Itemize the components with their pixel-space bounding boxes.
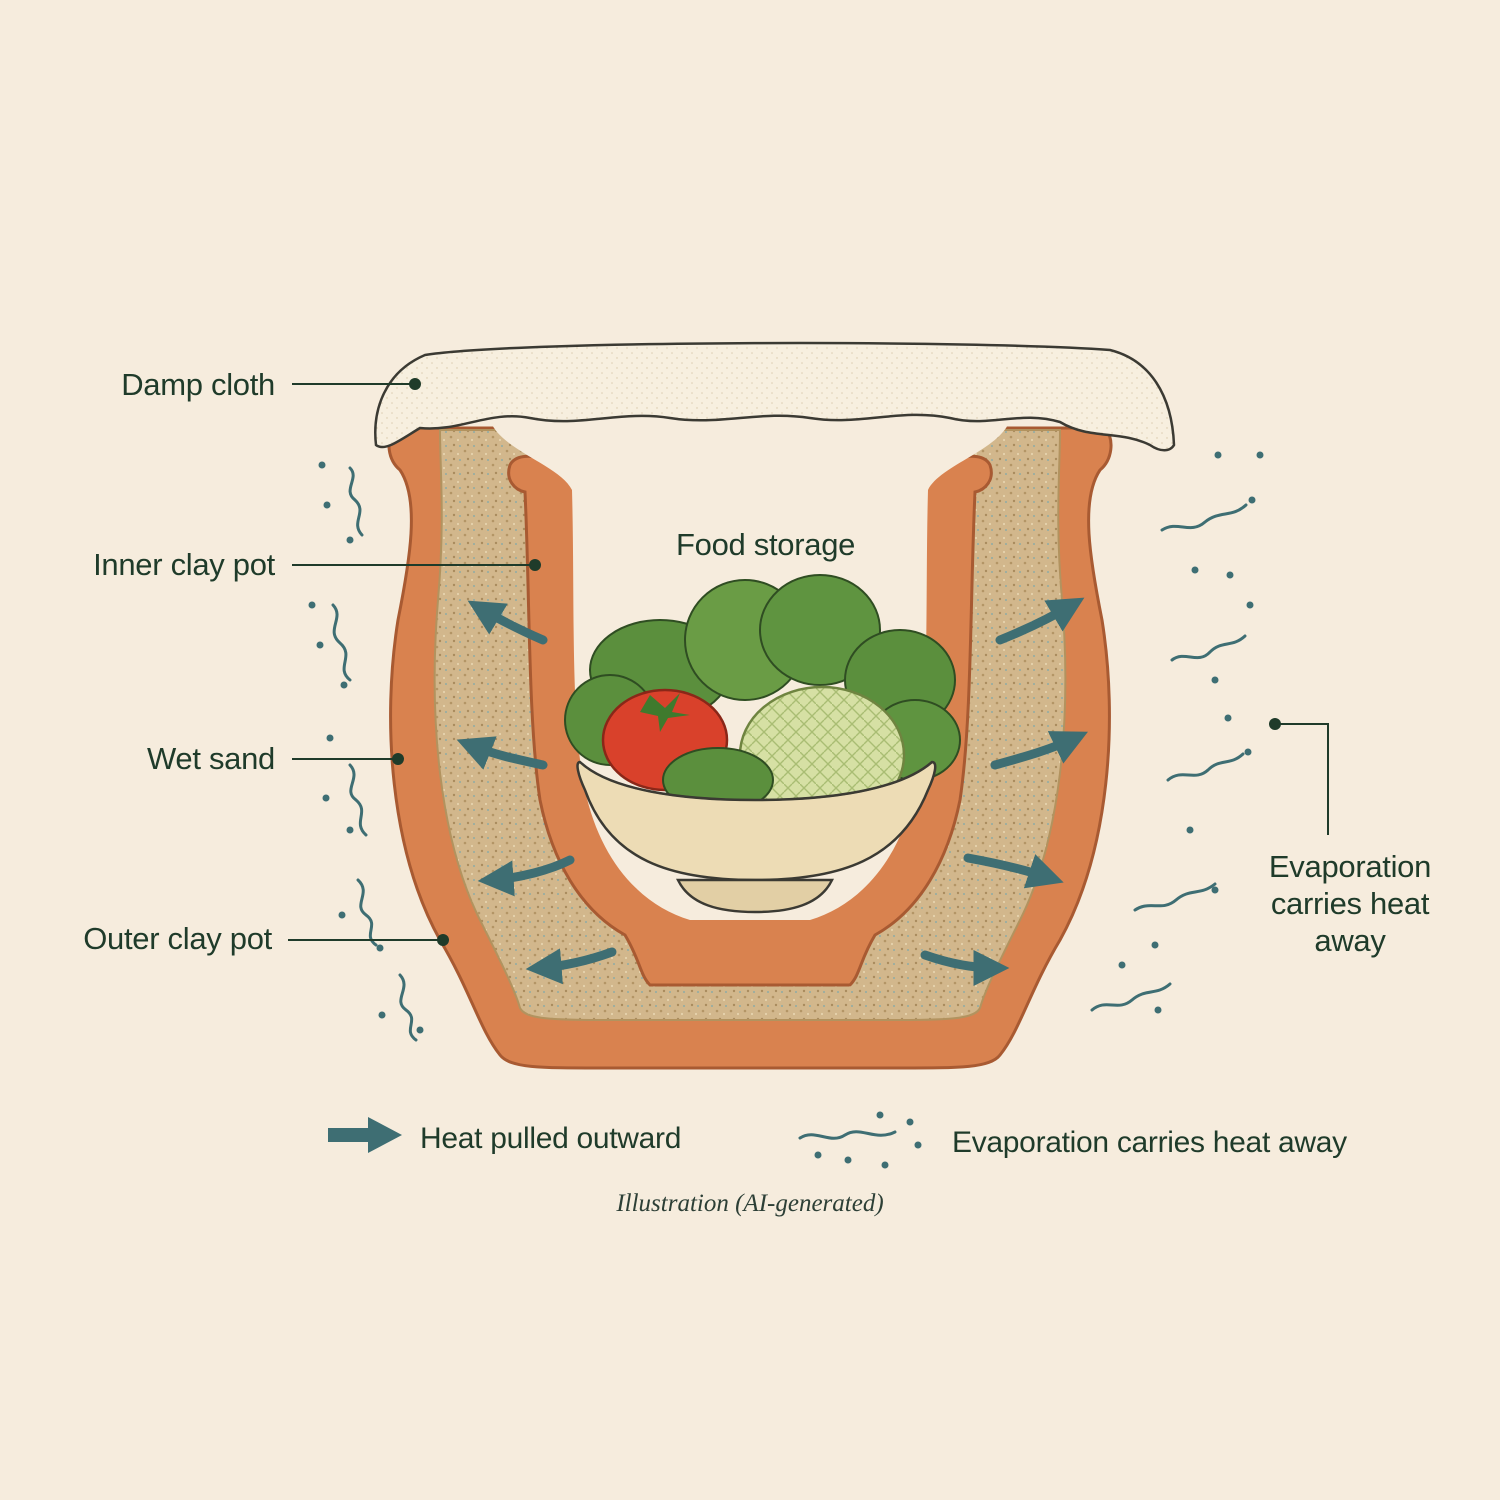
caption: Illustration (AI-generated) bbox=[616, 1190, 884, 1217]
legend-evaporation-icon bbox=[798, 1111, 922, 1169]
evaporation-marks bbox=[331, 466, 1248, 1042]
legend-evaporation-label: Evaporation carries heat away bbox=[952, 1126, 1347, 1159]
damp-cloth bbox=[374, 341, 1176, 452]
label-wet-sand: Wet sand bbox=[147, 741, 275, 776]
leader-dots bbox=[392, 378, 1281, 946]
label-outer-clay-pot: Outer clay pot bbox=[83, 921, 272, 956]
label-damp-cloth: Damp cloth bbox=[121, 367, 275, 402]
label-food-storage: Food storage bbox=[676, 527, 856, 562]
heat-arrows-right bbox=[920, 597, 1088, 986]
legend-heat-arrow bbox=[328, 1117, 402, 1153]
evaporation-dots bbox=[308, 451, 1264, 1034]
label-evaporation: Evaporation carries heat away bbox=[1268, 849, 1432, 959]
label-inner-clay-pot: Inner clay pot bbox=[93, 547, 275, 582]
heat-arrows-left bbox=[456, 600, 617, 985]
legend-heat-label: Heat pulled outward bbox=[420, 1122, 682, 1155]
food-bowl bbox=[564, 574, 961, 914]
leader-lines bbox=[288, 383, 1329, 941]
